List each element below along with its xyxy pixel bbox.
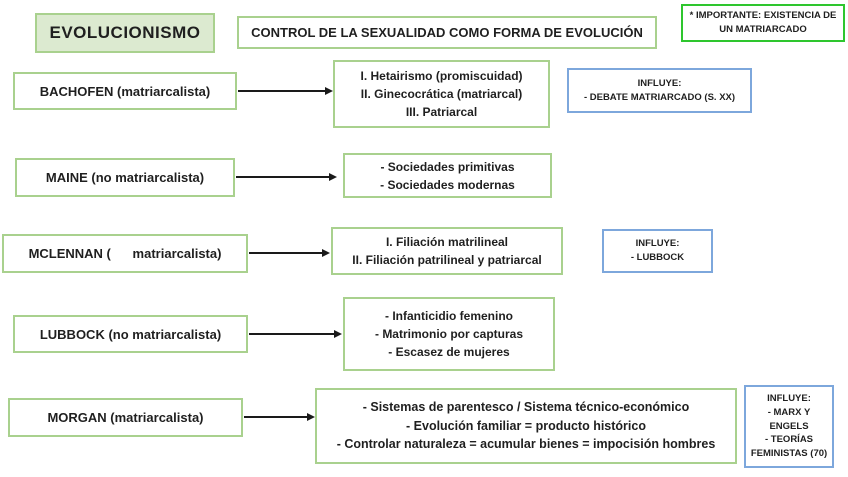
influence-box-bachofen: INFLUYE: - DEBATE MATRIARCADO (S. XX) — [567, 68, 752, 113]
author-box-maine: MAINE (no matriarcalista) — [15, 158, 235, 197]
theory-line: I. Hetairismo (promiscuidad) — [360, 69, 523, 83]
arrow-bachofen — [238, 87, 333, 95]
influence-line: FEMINISTAS (70) — [750, 448, 828, 460]
theory-line: - Sociedades primitivas — [380, 159, 515, 174]
influence-line: INFLUYE: — [637, 77, 682, 89]
author-label: BACHOFEN (matriarcalista) — [39, 83, 211, 99]
author-label: LUBBOCK (no matriarcalista) — [39, 326, 222, 342]
important-note-box: * IMPORTANTE: EXISTENCIA DE UN MATRIARCA… — [681, 4, 845, 42]
theory-box-maine: - Sociedades primitivas - Sociedades mod… — [343, 153, 552, 198]
page-title-text: EVOLUCIONISMO — [49, 23, 201, 42]
theory-line: - Sistemas de parentesco / Sistema técni… — [362, 399, 690, 414]
theory-line: I. Filiación matrilineal — [385, 235, 509, 249]
arrow-lubbock — [249, 330, 342, 338]
theory-box-bachofen: I. Hetairismo (promiscuidad) II. Ginecoc… — [333, 60, 550, 128]
theory-box-morgan: - Sistemas de parentesco / Sistema técni… — [315, 388, 737, 464]
influence-line: - TEORÍAS — [764, 434, 814, 446]
author-label: MORGAN (matriarcalista) — [47, 410, 204, 425]
page-title: EVOLUCIONISMO — [35, 13, 215, 53]
influence-line: - LUBBOCK — [630, 252, 685, 263]
theory-line: - Controlar naturaleza = acumular bienes… — [336, 437, 716, 452]
theory-box-lubbock: - Infanticidio femenino - Matrimonio por… — [343, 297, 555, 371]
important-note-line: UN MATRIARCADO — [719, 24, 807, 35]
influence-line: ENGELS — [769, 420, 809, 432]
theory-line: - Evolución familiar = producto históric… — [406, 418, 646, 433]
influence-line: - MARX Y — [767, 406, 811, 418]
theory-box-mclennan: I. Filiación matrilineal II. Filiación p… — [331, 227, 563, 275]
theory-line: - Sociedades modernas — [380, 177, 515, 192]
theory-line: - Infanticidio femenino — [385, 309, 513, 323]
theory-line: II. Ginecocrática (matriarcal) — [360, 87, 523, 101]
theory-line: - Escasez de mujeres — [388, 345, 510, 359]
author-box-bachofen: BACHOFEN (matriarcalista) — [13, 72, 237, 110]
influence-line: INFLUYE: — [635, 238, 680, 250]
theory-line: II. Filiación patrilineal y patriarcal — [352, 253, 542, 267]
theory-line: III. Patriarcal — [405, 105, 478, 119]
subtitle-text: CONTROL DE LA SEXUALIDAD COMO FORMA DE E… — [251, 25, 643, 40]
influence-box-morgan: INFLUYE: - MARX Y ENGELS - TEORÍAS FEMIN… — [744, 385, 834, 468]
arrow-morgan — [244, 413, 315, 421]
influence-line: - DEBATE MATRIARCADO (S. XX) — [583, 91, 736, 103]
author-box-mclennan: MCLENNAN ( matriarcalista) — [2, 234, 248, 273]
author-box-morgan: MORGAN (matriarcalista) — [8, 398, 243, 437]
author-label: MAINE (no matriarcalista) — [45, 170, 205, 185]
influence-box-mclennan: INFLUYE: - LUBBOCK — [602, 229, 713, 273]
author-box-lubbock: LUBBOCK (no matriarcalista) — [13, 315, 248, 353]
author-label: MCLENNAN ( matriarcalista) — [28, 246, 222, 261]
arrow-mclennan — [249, 249, 330, 257]
subtitle-box: CONTROL DE LA SEXUALIDAD COMO FORMA DE E… — [237, 16, 657, 49]
important-note-line: * IMPORTANTE: EXISTENCIA DE — [689, 10, 837, 22]
theory-line: - Matrimonio por capturas — [374, 327, 523, 341]
influence-line: INFLUYE: — [767, 393, 811, 405]
arrow-maine — [236, 173, 337, 181]
